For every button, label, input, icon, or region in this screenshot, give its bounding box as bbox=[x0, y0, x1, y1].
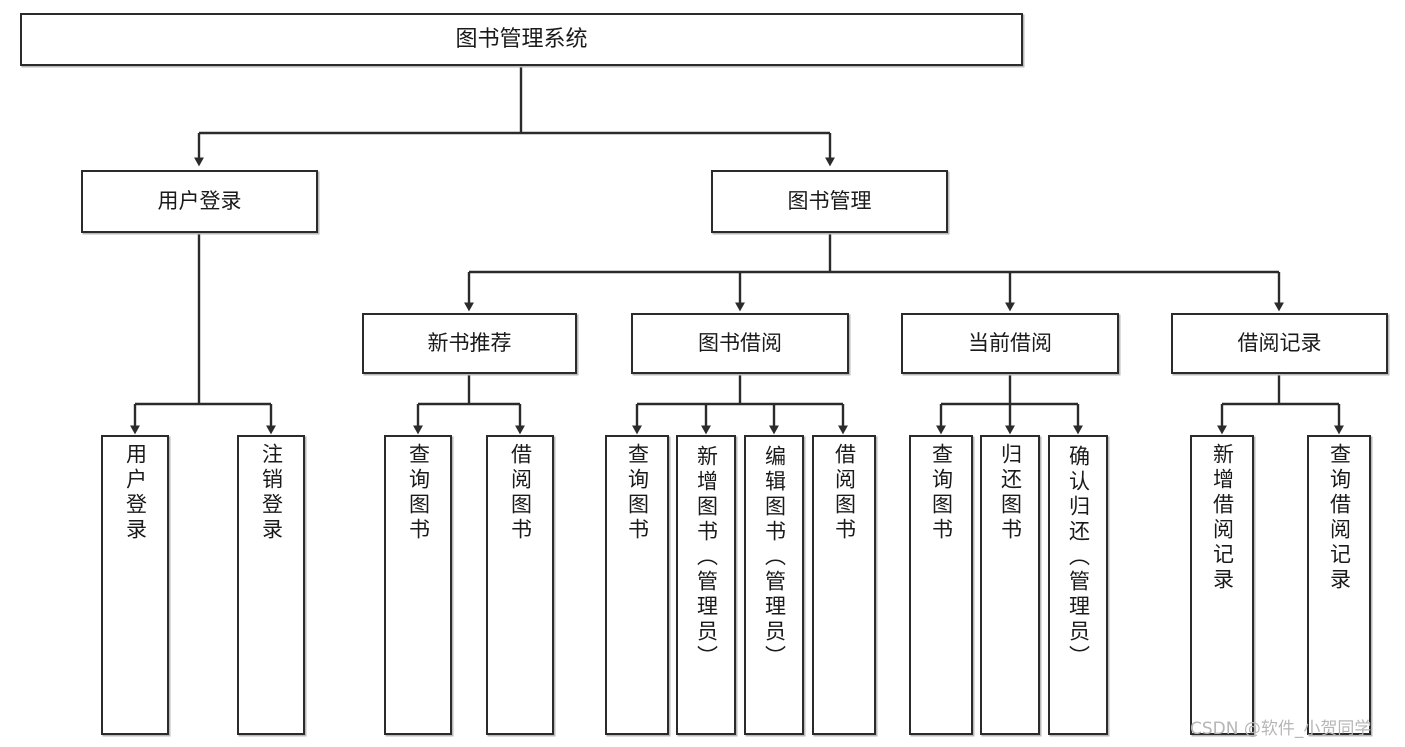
node-label: 用户登录 bbox=[123, 443, 148, 543]
leaf-confirm-return-admin[interactable]: 确认归还（管理员） bbox=[1048, 435, 1108, 735]
leaf-user-login[interactable]: 用户登录 bbox=[101, 435, 169, 735]
node-label: 注销登录 bbox=[259, 443, 284, 543]
node-label: 归还图书 bbox=[998, 443, 1023, 543]
leaf-edit-book-admin[interactable]: 编辑图书（管理员） bbox=[744, 435, 804, 735]
node-label: 查询图书 bbox=[929, 443, 954, 543]
leaf-query-borrow-record[interactable]: 查询借阅记录 bbox=[1307, 435, 1371, 735]
node-label: 编辑图书（管理员） bbox=[762, 445, 787, 670]
leaf-logout[interactable]: 注销登录 bbox=[237, 435, 305, 735]
node-label: 确认归还（管理员） bbox=[1066, 445, 1091, 670]
node-label: 借阅图书 bbox=[508, 443, 533, 543]
leaf-borrow-book-new[interactable]: 借阅图书 bbox=[486, 435, 554, 735]
node-label: 用户登录 bbox=[157, 189, 242, 214]
node-label: 借阅记录 bbox=[1237, 331, 1322, 356]
node-label: 新书推荐 bbox=[427, 331, 512, 356]
leaf-return-book[interactable]: 归还图书 bbox=[980, 435, 1040, 735]
node-current-borrow[interactable]: 当前借阅 bbox=[901, 313, 1119, 374]
node-label: 图书借阅 bbox=[698, 331, 782, 356]
node-root-system[interactable]: 图书管理系统 bbox=[20, 13, 1023, 66]
node-label: 借阅图书 bbox=[832, 443, 857, 543]
leaf-borrow-book[interactable]: 借阅图书 bbox=[812, 435, 876, 735]
leaf-add-borrow-record[interactable]: 新增借阅记录 bbox=[1190, 435, 1254, 735]
node-label: 图书管理 bbox=[787, 189, 872, 214]
node-label: 新增借阅记录 bbox=[1210, 443, 1235, 593]
node-borrow-record[interactable]: 借阅记录 bbox=[1171, 313, 1388, 374]
node-label: 查询借阅记录 bbox=[1327, 443, 1352, 593]
leaf-add-book-admin[interactable]: 新增图书（管理员） bbox=[676, 435, 736, 735]
node-user-login[interactable]: 用户登录 bbox=[81, 170, 318, 233]
node-book-borrow[interactable]: 图书借阅 bbox=[631, 313, 849, 374]
leaf-query-book-new[interactable]: 查询图书 bbox=[384, 435, 452, 735]
node-label: 当前借阅 bbox=[968, 331, 1052, 356]
leaf-query-book-borrow[interactable]: 查询图书 bbox=[605, 435, 669, 735]
node-label: 图书管理系统 bbox=[455, 26, 588, 52]
node-label: 查询图书 bbox=[625, 443, 650, 543]
node-label: 查询图书 bbox=[406, 443, 431, 543]
node-book-management[interactable]: 图书管理 bbox=[711, 170, 948, 233]
csdn-watermark: CSDN @软件_小贺同学 bbox=[1190, 719, 1372, 739]
node-new-book-recommend[interactable]: 新书推荐 bbox=[362, 313, 577, 374]
leaf-query-book-current[interactable]: 查询图书 bbox=[909, 435, 973, 735]
node-label: 新增图书（管理员） bbox=[694, 445, 719, 670]
